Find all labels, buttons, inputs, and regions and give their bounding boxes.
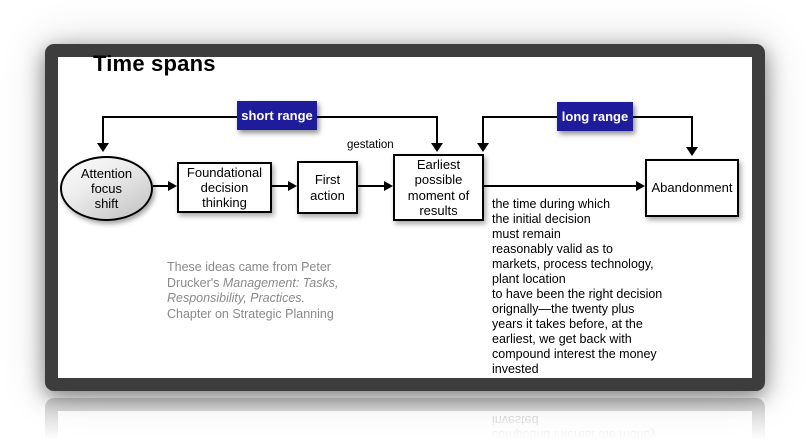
node-attention-label: Attention focus shift xyxy=(80,165,133,212)
long-range-drop-right xyxy=(691,116,693,148)
credit-line1: These ideas came from Peter xyxy=(167,260,331,274)
long-range-badge: long range xyxy=(557,102,633,131)
short-range-drop-left xyxy=(102,116,104,144)
credit-line4: Chapter on Strategic Planning xyxy=(167,306,334,321)
arrowhead-down-earliest-short xyxy=(431,143,443,152)
gestation-label: gestation xyxy=(347,139,394,151)
short-range-drop-right xyxy=(436,116,438,144)
slide-title: Time spans xyxy=(93,51,216,76)
credit-note: These ideas came from Peter Drucker's Ma… xyxy=(167,260,338,322)
connector-attention-foundational xyxy=(153,185,171,187)
node-first-action: First action xyxy=(297,161,358,214)
node-foundational-decision-thinking: Foundational decision thinking xyxy=(177,162,272,213)
node-first-action-label: First action xyxy=(310,172,345,203)
long-range-note: the time during which the initial decisi… xyxy=(492,197,663,376)
node-earliest-possible-moment: Earliest possible moment of results xyxy=(393,154,484,221)
node-abandonment-label: Abandonment xyxy=(651,180,733,196)
arrowhead-down-attention xyxy=(97,143,109,152)
arrowhead-right-foundational xyxy=(168,181,177,191)
node-foundational-label: Foundational decision thinking xyxy=(186,164,263,211)
node-earliest-label: Earliest possible moment of results xyxy=(407,156,470,218)
connector-foundational-first xyxy=(272,185,291,187)
arrowhead-right-abandonment xyxy=(636,181,645,191)
arrowhead-right-earliest xyxy=(384,181,393,191)
credit-book-title-part1: Management: Tasks, xyxy=(222,275,339,290)
node-abandonment: Abandonment xyxy=(645,159,739,217)
node-attention-focus-shift: Attention focus shift xyxy=(60,156,153,221)
connector-first-earliest xyxy=(358,185,388,187)
arrowhead-down-abandonment xyxy=(686,147,698,156)
slide: Time spans short range long range gestat… xyxy=(58,51,752,378)
slide-reflection: Time spans short range long range gestat… xyxy=(45,398,765,444)
slide-frame: Time spans short range long range gestat… xyxy=(45,44,765,391)
arrowhead-down-earliest-long xyxy=(477,143,489,152)
short-range-badge: short range xyxy=(237,101,317,130)
connector-earliest-abandonment xyxy=(484,185,639,187)
arrowhead-right-first xyxy=(288,181,297,191)
long-range-drop-left xyxy=(482,116,484,144)
credit-line2-regular: Drucker's xyxy=(167,275,223,290)
credit-book-title-part2: Responsibility, Practices. xyxy=(167,291,306,305)
